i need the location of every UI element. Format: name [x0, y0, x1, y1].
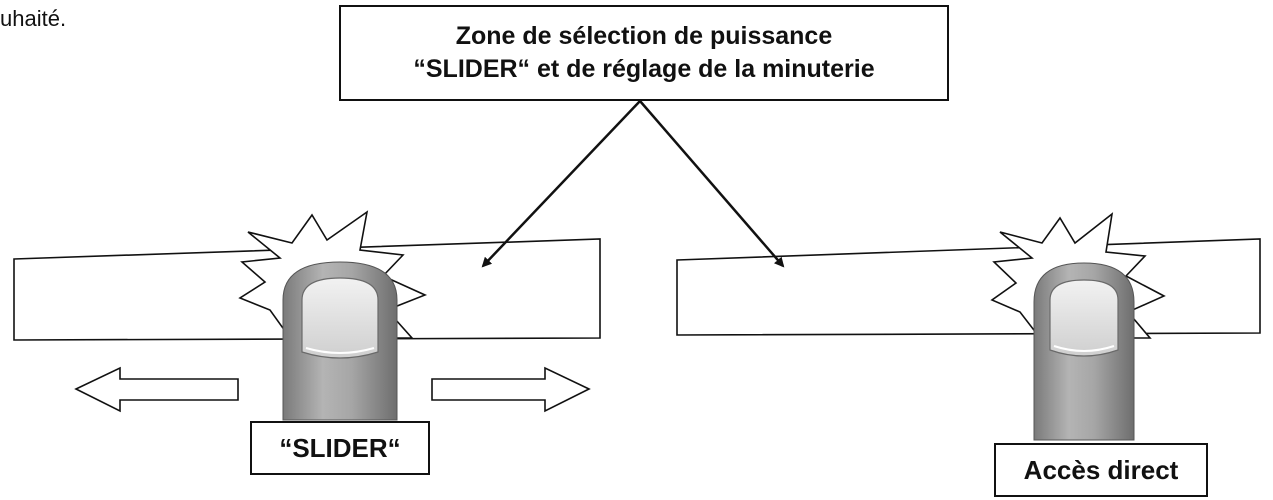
callout-pointer-left: [481, 100, 641, 268]
callout-title-line1: Zone de sélection de puissance: [455, 22, 833, 50]
callout-title-box: Zone de sélection de puissance “SLIDER“ …: [339, 5, 949, 101]
arrow-left-icon: [74, 366, 239, 413]
text-fragment: uhaité.: [0, 6, 67, 31]
arrow-right-icon: [431, 366, 591, 413]
direct-access-label: Accès direct: [994, 443, 1208, 497]
finger-touch-icon: [1033, 262, 1135, 441]
callout-pointer-right: [639, 100, 785, 268]
callout-title-line2: “SLIDER“ et de réglage de la minuterie: [413, 55, 875, 83]
slider-label: “SLIDER“: [250, 421, 430, 475]
finger-touch-icon: [282, 261, 398, 421]
right-touch-panel: [676, 238, 1261, 336]
